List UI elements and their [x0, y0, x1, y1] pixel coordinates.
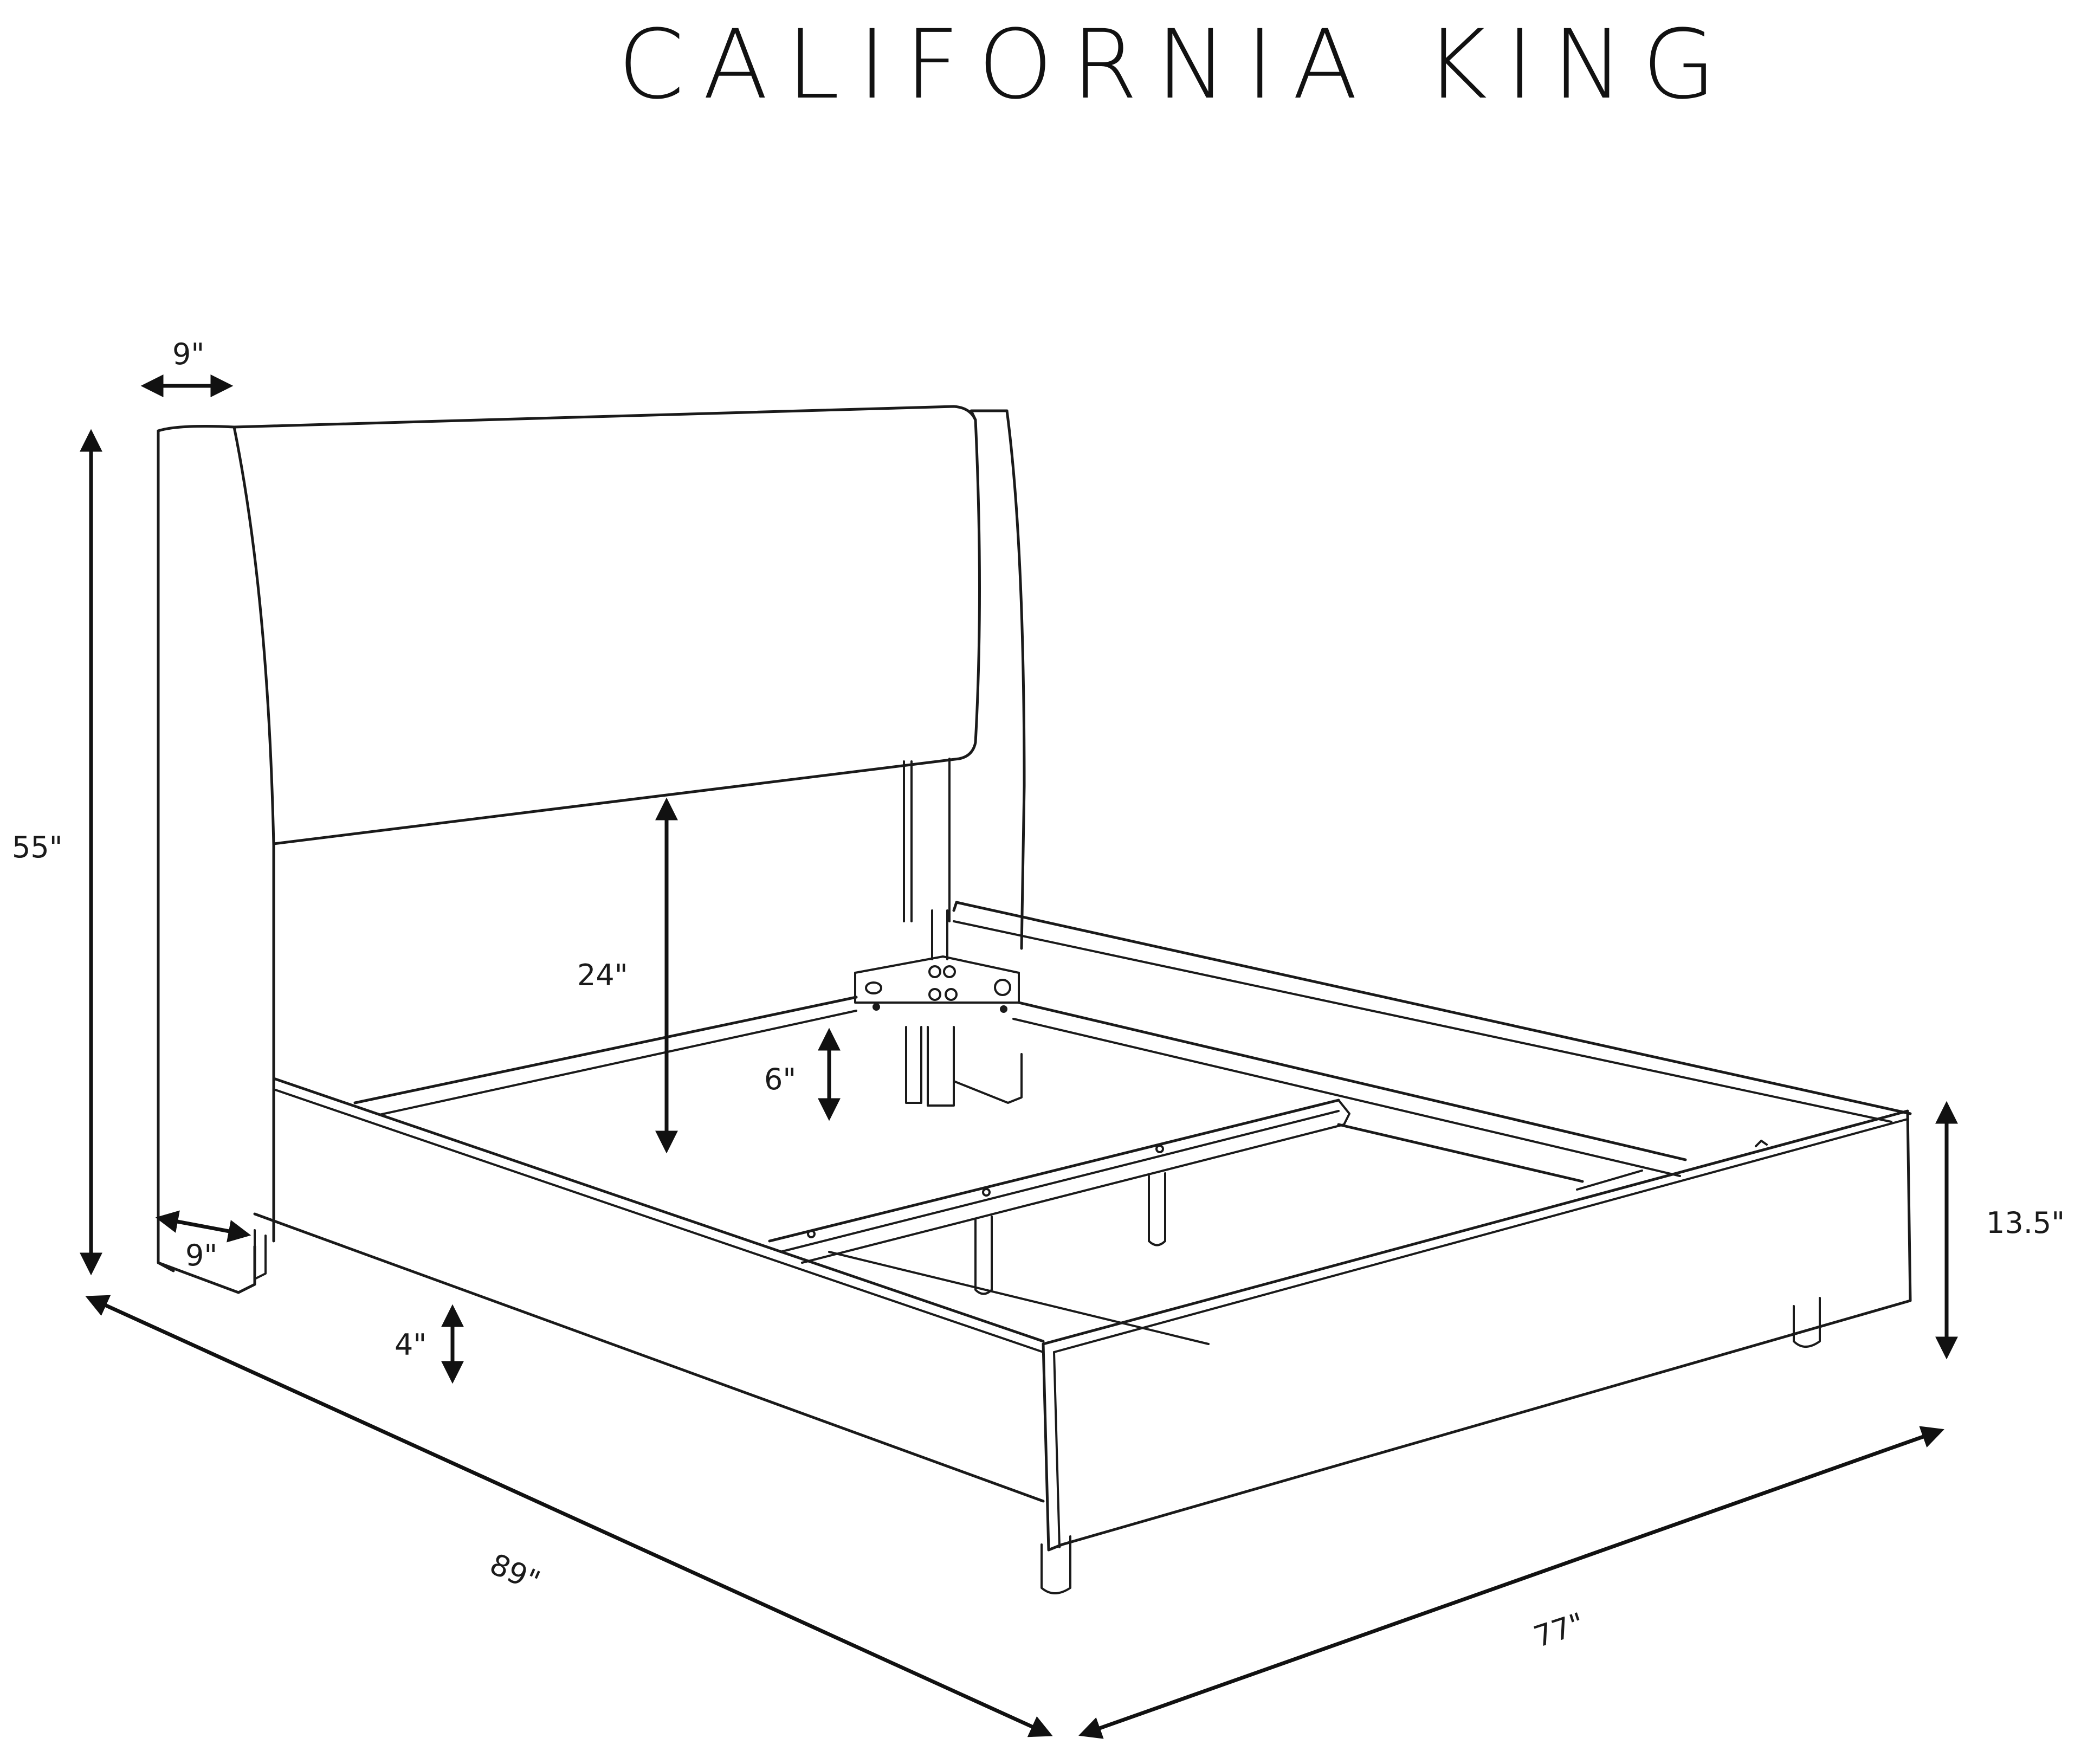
label-length: 89" [485, 1547, 545, 1599]
footboard [1040, 1109, 1912, 1594]
headboard [157, 405, 1026, 1294]
diagram-title: CALIFORNIA KING [618, 9, 1735, 120]
bed-frame [253, 901, 1912, 1503]
corner-bracket [854, 909, 1023, 1107]
label-total-height: 55" [12, 830, 63, 864]
label-wing-depth-top: 9" [172, 337, 204, 371]
label-leg-height: 4" [395, 1328, 426, 1362]
label-wing-depth-bottom: 9" [185, 1238, 217, 1272]
label-headboard-clearance: 24" [577, 958, 628, 992]
dimension-lines [80, 374, 1958, 1739]
label-width: 77" [1530, 1606, 1588, 1655]
label-footboard-height: 13.5" [1986, 1206, 2065, 1240]
label-rail-clearance: 6" [764, 1062, 796, 1096]
